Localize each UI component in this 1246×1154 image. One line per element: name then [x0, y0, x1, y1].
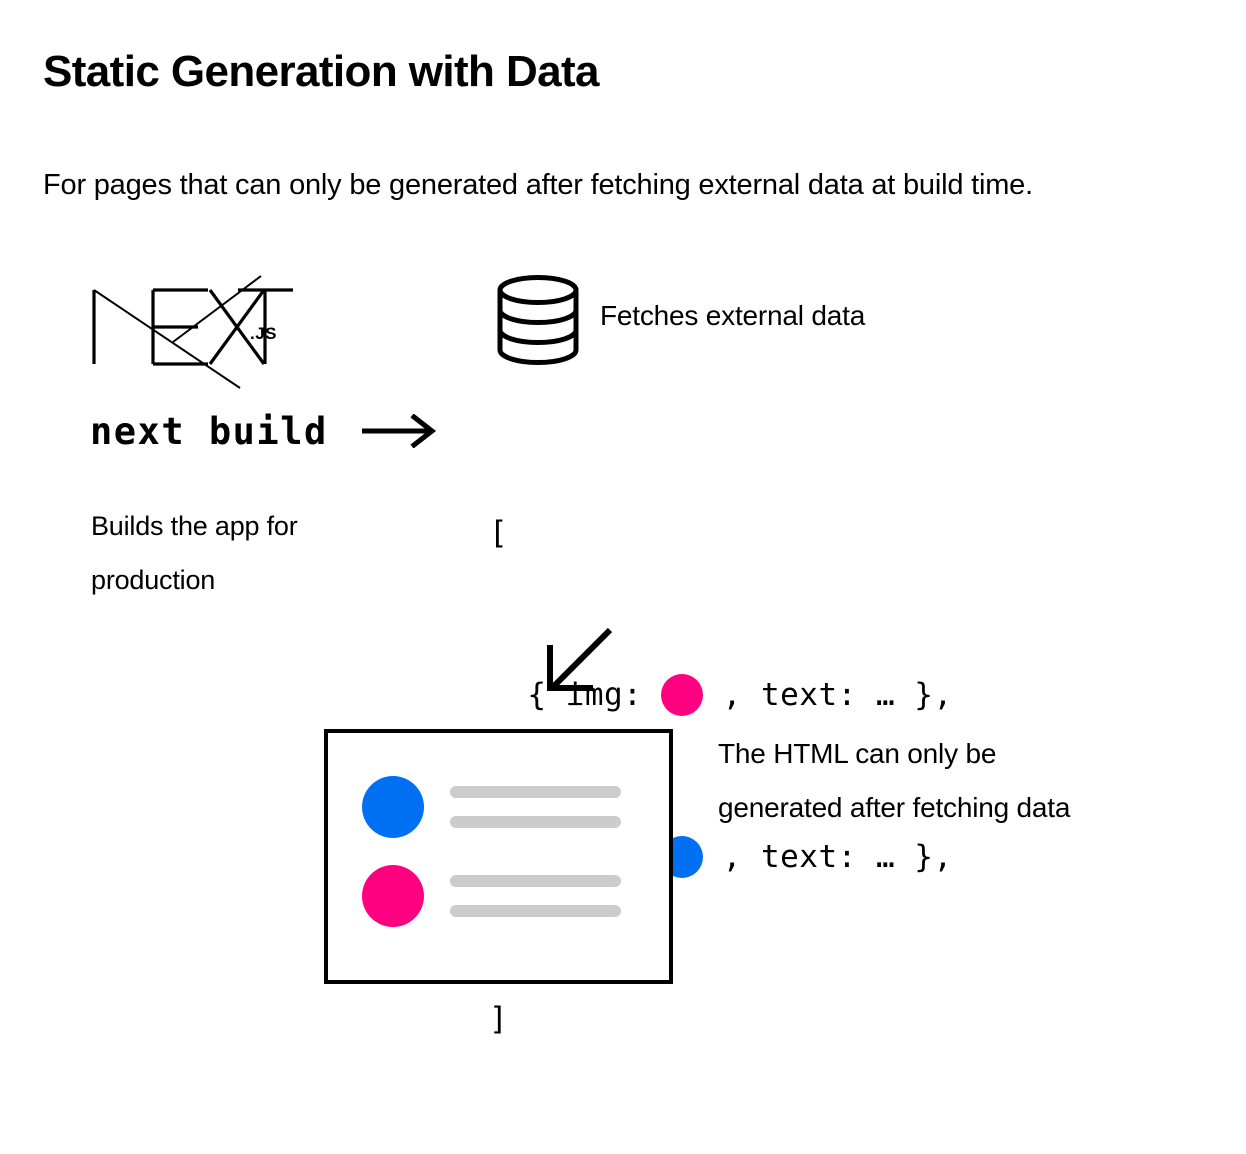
rendered-page-mockup	[324, 729, 673, 984]
mockup-caption-line-2: generated after fetching data	[718, 792, 1071, 823]
nextjs-logo-mark	[92, 275, 293, 389]
page-subtitle: For pages that can only be generated aft…	[43, 169, 1033, 201]
blue-avatar	[362, 776, 424, 838]
mockup-caption-line-1: The HTML can only be	[718, 738, 997, 769]
build-command-row: next build	[90, 402, 438, 460]
build-caption-line-1: Builds the app for	[91, 511, 298, 541]
mockup-text-lines-2	[450, 875, 621, 917]
mockup-list-item-2	[362, 865, 621, 927]
mockup-caption: The HTML can only be generated after fet…	[718, 727, 1188, 835]
code-line-2-suffix: , text: … },	[703, 839, 953, 875]
diagram-canvas: Static Generation with Data For pages th…	[43, 47, 1188, 1037]
mockup-text-bar	[450, 905, 621, 917]
code-line-close-bracket: ]	[489, 992, 953, 1046]
build-command-text: next build	[90, 409, 328, 453]
json-code-block: [ { img: , text: … }, { img: , text: … }…	[489, 398, 953, 1154]
page-title: Static Generation with Data	[43, 47, 600, 96]
mockup-text-bar	[450, 786, 621, 798]
nextjs-logo: .JS	[88, 262, 293, 390]
code-line-open-bracket: [	[489, 506, 953, 560]
mockup-text-bar	[450, 875, 621, 887]
build-caption-line-2: production	[91, 565, 216, 595]
build-caption: Builds the app for production	[91, 499, 381, 607]
nextjs-logo-suffix: .JS	[250, 324, 278, 343]
database-cylinder-icon	[494, 274, 582, 366]
code-close-bracket: ]	[489, 1001, 509, 1037]
diagonal-down-left-arrow	[538, 626, 618, 696]
code-line-1-suffix: , text: … },	[703, 677, 953, 713]
pink-dot	[661, 674, 704, 716]
mockup-text-bar	[450, 816, 621, 828]
mockup-text-lines-1	[450, 786, 621, 828]
right-arrow-icon	[361, 414, 438, 448]
mockup-list-item-1	[362, 776, 621, 838]
code-line-1-prefix: { img:	[489, 677, 662, 713]
code-open-bracket: [	[489, 515, 509, 551]
code-line-item-1: { img: , text: … },	[489, 668, 953, 722]
database-label: Fetches external data	[600, 300, 866, 331]
pink-avatar	[362, 865, 424, 927]
